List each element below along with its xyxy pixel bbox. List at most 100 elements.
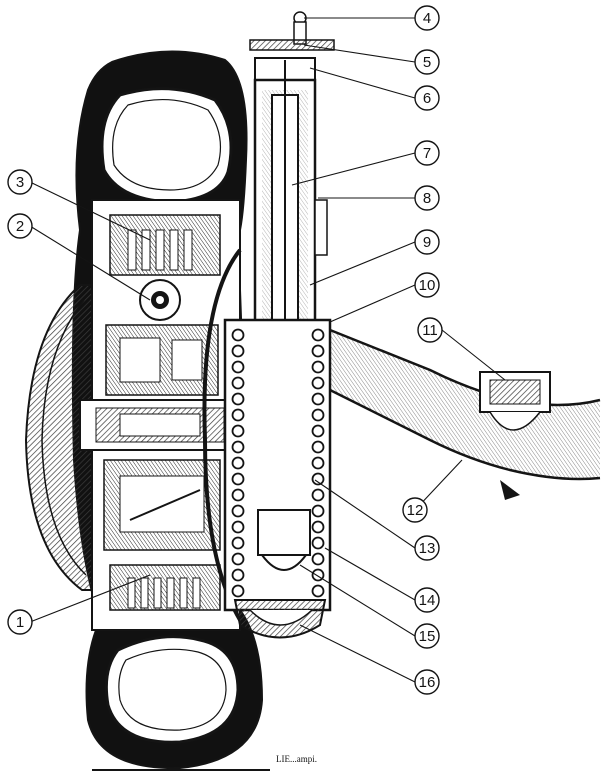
- callout-6: 6: [414, 85, 440, 111]
- callout-number: 10: [419, 277, 436, 294]
- callout-16: 16: [414, 669, 440, 695]
- callout-circle: [414, 85, 440, 111]
- callout-2: 2: [7, 213, 33, 239]
- spring-coil: [231, 536, 245, 550]
- callout-number: 9: [423, 234, 431, 251]
- spring-coil: [311, 344, 325, 358]
- callout-12: 12: [402, 497, 428, 523]
- swing-arm: [329, 328, 601, 500]
- spring-coil: [311, 488, 325, 502]
- strut: [223, 11, 335, 639]
- spring-coil: [231, 440, 245, 454]
- callout-number: 4: [423, 10, 431, 27]
- lower-fins: [109, 564, 221, 611]
- spring-coil: [231, 456, 245, 470]
- callout-circle: [414, 669, 440, 695]
- spring-coil: [311, 424, 325, 438]
- callout-number: 8: [423, 190, 431, 207]
- callout-1: 1: [7, 609, 33, 635]
- drum-cover: [24, 284, 93, 591]
- callout-4: 4: [414, 5, 440, 31]
- callout-number: 13: [419, 540, 436, 557]
- callout-circle: [414, 140, 440, 166]
- callout-circle: [402, 497, 428, 523]
- tire-hole-bottom: [104, 635, 240, 744]
- hub-housing: [79, 199, 242, 631]
- spring-coil: [231, 344, 245, 358]
- callout-number: 5: [423, 54, 431, 71]
- spring-coil: [311, 440, 325, 454]
- callout-circle: [414, 185, 440, 211]
- callout-circle: [414, 623, 440, 649]
- upper-block: [109, 214, 221, 276]
- spring-coil: [231, 328, 245, 342]
- spring-coil: [231, 424, 245, 438]
- spring-coil: [311, 536, 325, 550]
- piston: [257, 509, 311, 556]
- callout-number: 1: [16, 614, 24, 631]
- callout-circle: [414, 535, 440, 561]
- spring-coil: [231, 392, 245, 406]
- spring-coil: [231, 360, 245, 374]
- spring-coil: [311, 456, 325, 470]
- tire-hole-bottom-inner: [118, 648, 227, 731]
- callout-number: 12: [407, 502, 424, 519]
- callout-circle: [7, 609, 33, 635]
- callout-number: 16: [419, 674, 436, 691]
- artist-signature: LIE...ampi.: [276, 754, 317, 764]
- spring-coil: [311, 392, 325, 406]
- spring-coil: [311, 504, 325, 518]
- leader-lines: [29, 17, 506, 683]
- spring-coil: [231, 488, 245, 502]
- callout-number: 7: [423, 145, 431, 162]
- spring-coil: [311, 408, 325, 422]
- callout-11: 11: [417, 317, 443, 343]
- callout-10: 10: [414, 272, 440, 298]
- spring-coil: [231, 568, 245, 582]
- callout-circle: [414, 49, 440, 75]
- callout-number: 3: [16, 174, 24, 191]
- spring-coil: [311, 376, 325, 390]
- callout-number: 6: [423, 90, 431, 107]
- callout-3: 3: [7, 169, 33, 195]
- spring-coil: [231, 584, 245, 598]
- callout-circle: [414, 5, 440, 31]
- callout-number: 15: [419, 628, 436, 645]
- spring-coil: [311, 360, 325, 374]
- inner-arc: [202, 248, 242, 622]
- tire-hole-top: [100, 87, 233, 204]
- upper-fins: [127, 229, 193, 271]
- callout-circle: [417, 317, 443, 343]
- drum-cover-shape: [24, 284, 93, 591]
- tire-hole-top-inner: [112, 98, 221, 191]
- callout-14: 14: [414, 587, 440, 613]
- callout-13: 13: [414, 535, 440, 561]
- spring-coil: [231, 472, 245, 486]
- callout-9: 9: [414, 229, 440, 255]
- spring-coil: [231, 376, 245, 390]
- callout-circle: [7, 169, 33, 195]
- spring-coil: [311, 328, 325, 342]
- callout-circle: [414, 587, 440, 613]
- spring-coil: [311, 520, 325, 534]
- drum-cover-edge: [41, 299, 87, 576]
- spring-coils: [231, 328, 325, 598]
- callout-circle: [414, 272, 440, 298]
- callout-number: 14: [419, 592, 436, 609]
- spring-coil: [231, 520, 245, 534]
- spring-coil: [231, 504, 245, 518]
- strut-top-bar: [249, 39, 335, 51]
- callout-circle: [7, 213, 33, 239]
- callout-15: 15: [414, 623, 440, 649]
- arm-body: [330, 330, 600, 479]
- spring-coil: [231, 552, 245, 566]
- spring-coil: [231, 408, 245, 422]
- spring-coil: [311, 552, 325, 566]
- callout-circle: [414, 229, 440, 255]
- callout-5: 5: [414, 49, 440, 75]
- callout-number: 2: [16, 218, 24, 235]
- callout-7: 7: [414, 140, 440, 166]
